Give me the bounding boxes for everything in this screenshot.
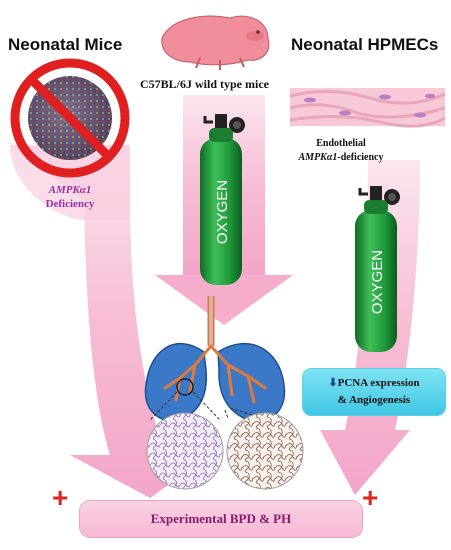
outcome-text: Experimental BPD & PH (150, 511, 292, 526)
pcna-line2: & Angiogenesis (337, 394, 411, 406)
oxygen-label-right: OXYGEN (369, 250, 386, 314)
endothelial-line2: AMPKα1-deficiency (299, 151, 384, 165)
neonatal-hpmecs-title: Neonatal HPMECs (291, 35, 439, 54)
ampk-deficiency: Deficiency (45, 198, 95, 210)
endothelial-deficiency-label: Endothelial AMPKα1-deficiency (299, 137, 384, 165)
endothelial-cells-image (289, 88, 446, 128)
oxygen-tank-left (200, 114, 245, 285)
outcome-box: Experimental BPD & PH (80, 501, 362, 537)
oxygen-label-left: OXYGEN (214, 180, 231, 244)
prohibited-protein-icon (10, 58, 130, 178)
histology-image-right (226, 412, 304, 490)
plus-sign-right: + (362, 482, 379, 513)
mouse-pup-icon (161, 15, 270, 70)
mouse-strain-label: C57BL/6J wild type mice (140, 77, 269, 91)
pcna-angiogenesis-box: ⬇PCNA expression & Angiogenesis (303, 369, 445, 415)
ampk-gene: AMPKα1 (48, 184, 92, 196)
endothelial-gene: AMPKα1 (298, 152, 338, 163)
pcna-line1: ⬇PCNA expression (328, 375, 419, 392)
oxygen-tank-right (355, 186, 400, 352)
endothelial-line1: Endothelial (316, 138, 366, 149)
down-arrow-icon: ⬇ (328, 377, 338, 389)
endothelial-suffix: -deficiency (337, 152, 384, 163)
pcna-expression-text: PCNA expression (337, 377, 420, 389)
ampk-deficiency-label: AMPKα1 Deficiency (30, 183, 110, 211)
histology-image-left (146, 412, 224, 490)
neonatal-mice-title: Neonatal Mice (8, 35, 123, 54)
lungs-image (144, 296, 286, 423)
plus-sign-left: + (52, 482, 69, 513)
